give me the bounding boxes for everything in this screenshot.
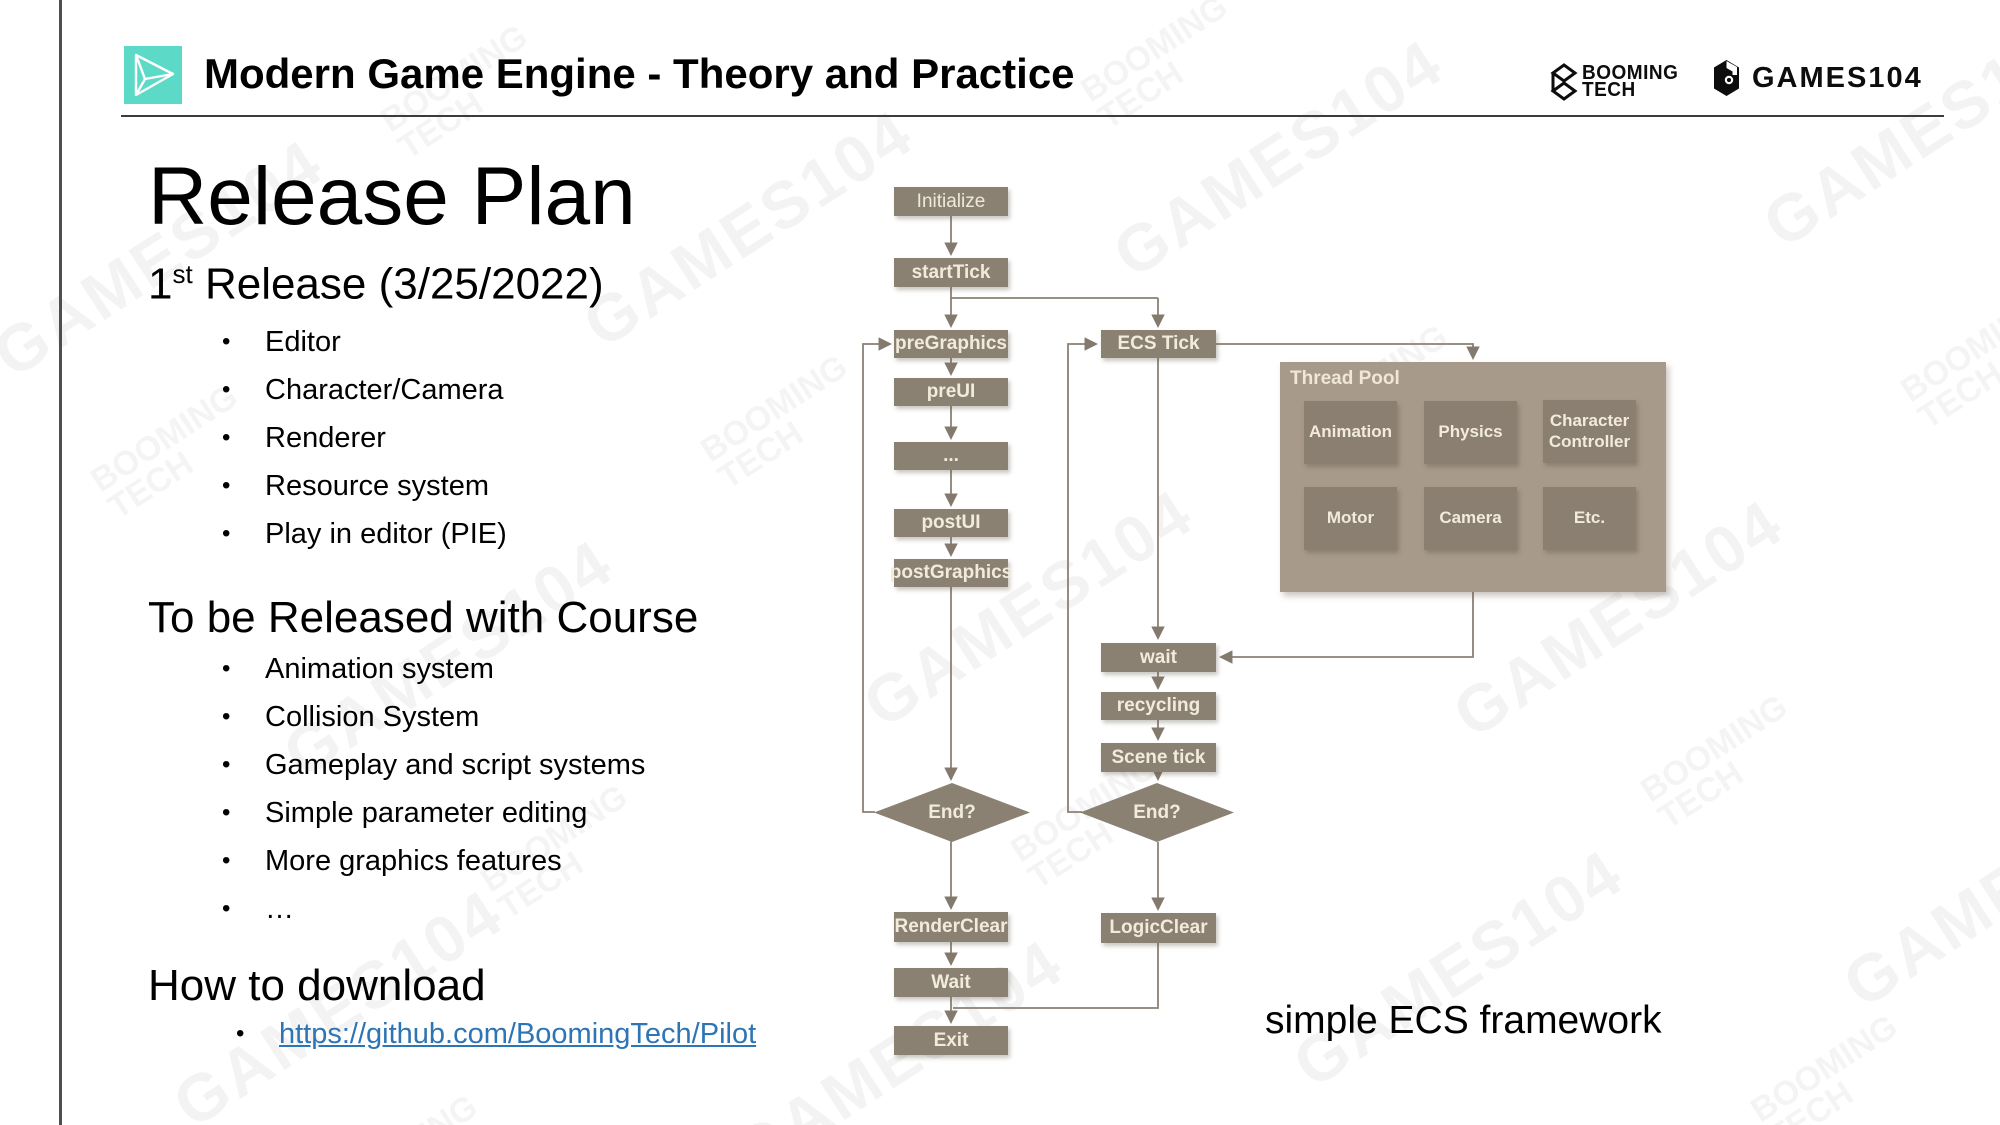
list-item: Animation system [222, 645, 645, 693]
flow-node-pregraphics: preGraphics [894, 330, 1008, 358]
list-item: Simple parameter editing [222, 789, 645, 837]
list-item: Resource system [222, 462, 507, 510]
flow-node-wait-ecs: wait [1101, 643, 1216, 672]
list-item: Play in editor (PIE) [222, 510, 507, 558]
thread-pool-box-animation: Animation [1304, 401, 1397, 464]
flow-node-scenetick: Scene tick [1101, 743, 1216, 772]
booming-tech-wordmark: BOOMING TECH [1582, 61, 1679, 102]
list-item: Renderer [222, 414, 507, 462]
page-title: Modern Game Engine - Theory and Practice [204, 50, 1075, 97]
github-link[interactable]: https://github.com/BoomingTech/Pilot [279, 1018, 757, 1050]
section2-list: Animation system Collision System Gamepl… [222, 645, 645, 933]
section3-heading: How to download [148, 961, 486, 1010]
pilot-triangle-icon [134, 53, 175, 97]
booming-tech-icon [1550, 63, 1578, 101]
games104-icon [1714, 60, 1739, 96]
section1-heading-num: 1 [148, 259, 173, 309]
booming-tech-logo: BOOMING TECH [1549, 62, 1678, 102]
thread-pool-box-etc: Etc. [1543, 487, 1636, 550]
booming-word: BOOMING [1582, 61, 1679, 85]
thread-pool-box-physics: Physics [1424, 401, 1517, 464]
section2-heading: To be Released with Course [148, 593, 699, 642]
list-item: https://github.com/BoomingTech/Pilot [236, 1010, 757, 1058]
list-item: Collision System [222, 693, 645, 741]
thread-pool-box-motor: Motor [1304, 487, 1397, 550]
flow-node-exit: Exit [894, 1026, 1008, 1055]
flow-node-ellipsis: ... [894, 442, 1008, 470]
header-divider [121, 115, 1944, 117]
section1-heading-rest: Release (3/25/2022) [192, 259, 604, 309]
ecs-caption: simple ECS framework [1265, 999, 1662, 1042]
games104-wordmark: GAMES104 [1752, 61, 1923, 94]
flow-node-renderclear: RenderClear [894, 912, 1008, 942]
thread-pool-box-camera: Camera [1424, 487, 1517, 550]
thread-pool-panel: Thread Pool Animation Physics Character … [1280, 362, 1666, 592]
flow-node-initialize: Initialize [894, 187, 1008, 216]
list-item: Editor [222, 318, 507, 366]
section1-heading-sup: st [172, 259, 193, 289]
flow-node-recycling: recycling [1101, 692, 1216, 720]
flow-node-postgraphics: postGraphics [890, 559, 1012, 587]
flow-node-starttick: startTick [894, 258, 1008, 287]
flow-node-preui: preUI [894, 378, 1008, 406]
download-list: https://github.com/BoomingTech/Pilot [236, 1010, 757, 1058]
slide-title: Release Plan [148, 151, 636, 242]
games104-logo: GAMES104 [1713, 59, 1923, 97]
list-item: Gameplay and script systems [222, 741, 645, 789]
section1-heading: 1st Release (3/25/2022) [148, 260, 604, 309]
flow-node-ecstick: ECS Tick [1101, 330, 1216, 358]
list-item: More graphics features [222, 837, 645, 885]
tech-word: TECH [1582, 78, 1636, 102]
flow-node-postui: postUI [894, 509, 1008, 537]
engine-logo-icon [124, 46, 182, 104]
flow-node-logicclear: LogicClear [1101, 913, 1216, 943]
list-item: Character/Camera [222, 366, 507, 414]
list-item: … [222, 885, 645, 933]
section1-list: Editor Character/Camera Renderer Resourc… [222, 318, 507, 558]
thread-pool-title: Thread Pool [1290, 368, 1400, 389]
thread-pool-box-character-controller: Character Controller [1543, 400, 1636, 463]
left-edge-rule [59, 0, 62, 1125]
flow-node-wait-render: Wait [894, 968, 1008, 997]
